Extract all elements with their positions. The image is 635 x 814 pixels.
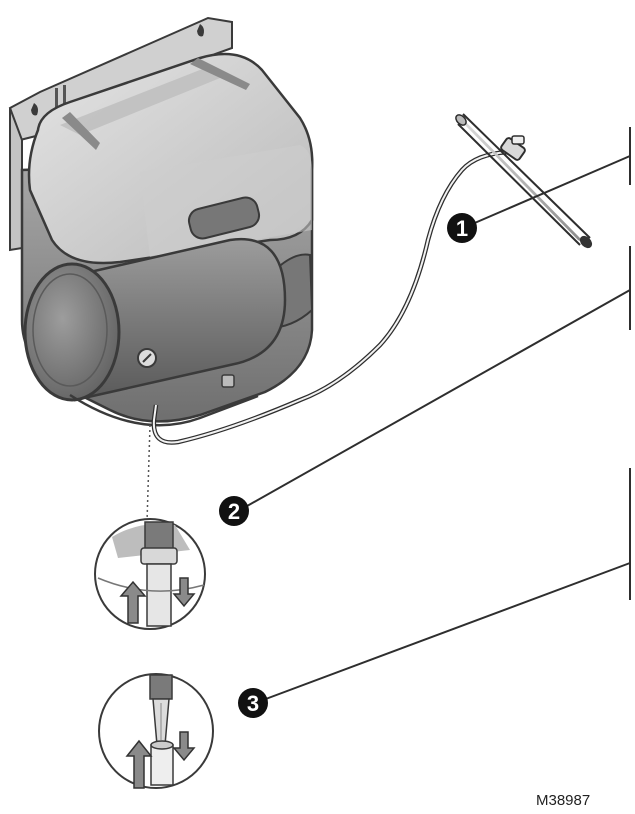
humidifier-housing [22,54,312,425]
compression-nut [141,548,177,564]
callout-3: 3 [238,688,268,718]
callout-1: 1 [447,213,477,243]
detail-circle-tube-insert [99,674,213,788]
figure-code: M38987 [536,792,590,809]
svg-text:2: 2 [228,499,240,524]
callout-2: 2 [219,496,249,526]
end-cap [25,264,119,400]
detail-guide-line [147,425,150,522]
svg-text:1: 1 [456,216,468,241]
svg-text:3: 3 [247,691,259,716]
detail-circle-compression-fitting [95,519,205,629]
outlet-fitting [222,375,234,387]
